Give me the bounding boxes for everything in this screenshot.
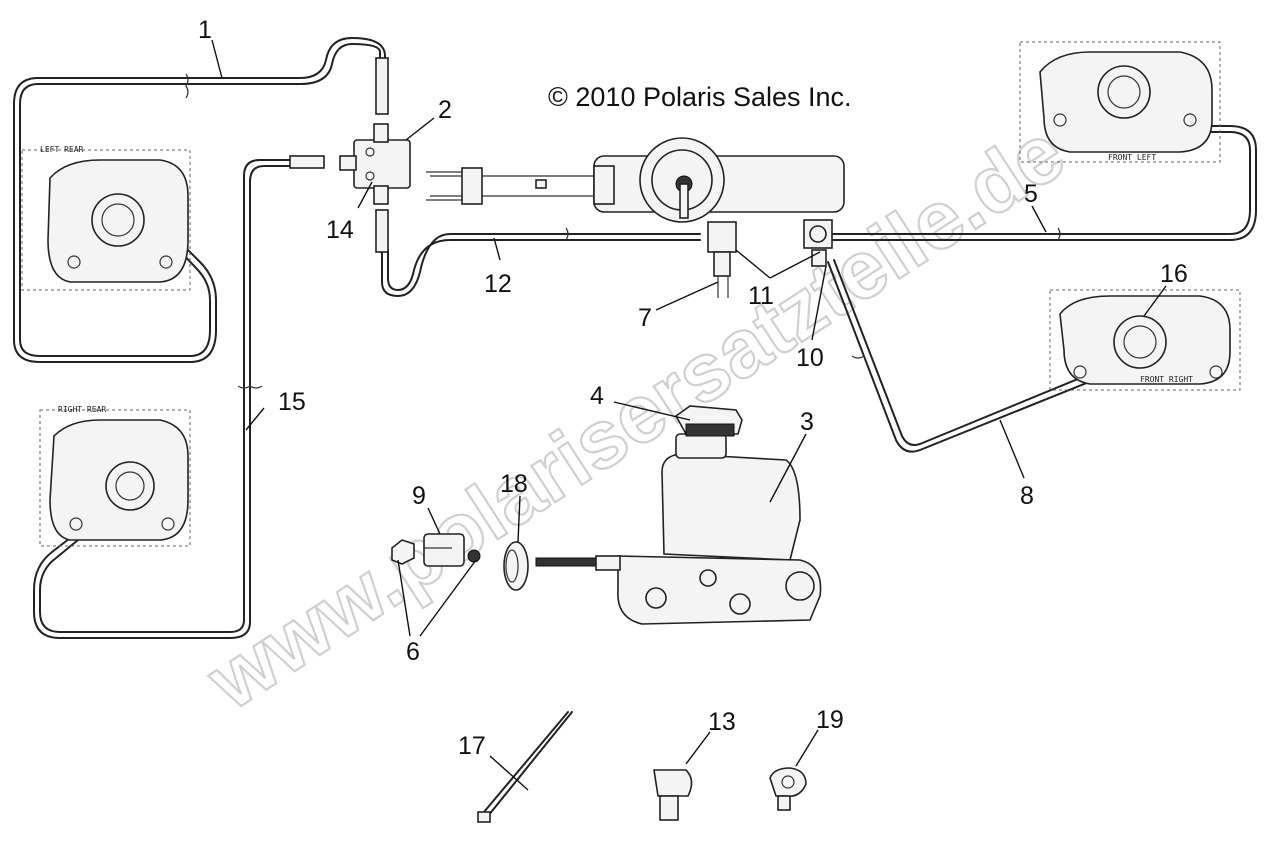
callout-6: 6 — [406, 638, 420, 666]
brake-line-12 — [381, 233, 701, 297]
callout-9: 9 — [412, 482, 426, 510]
clevis — [391, 533, 481, 567]
callout-18: 18 — [500, 470, 528, 498]
line-break-marks — [185, 73, 1061, 389]
callout-19: 19 — [816, 706, 844, 734]
callout-2: 2 — [438, 96, 452, 124]
right-rear-label: RIGHT REAR — [58, 405, 106, 414]
callout-8: 8 — [1020, 482, 1034, 510]
brake-line-15 — [39, 159, 296, 633]
left-rear-label: LEFT REAR — [40, 145, 84, 154]
callout-numbers: 1 2 3 4 5 6 7 8 9 10 11 12 13 14 15 16 1… — [198, 16, 1188, 760]
cable-tie — [477, 711, 573, 823]
callout-17: 17 — [458, 732, 486, 760]
master-cylinder — [617, 433, 822, 625]
callout-12: 12 — [484, 270, 512, 298]
brake-line-1 — [19, 43, 381, 357]
clip-19 — [769, 767, 807, 811]
brake-line-8 — [827, 261, 1121, 453]
callout-10: 10 — [796, 344, 824, 372]
front-right-label: FRONT RIGHT — [1140, 375, 1193, 384]
master-cylinder-top — [426, 137, 845, 298]
leader-lines — [211, 39, 1167, 791]
clip-13 — [653, 769, 693, 821]
callout-4: 4 — [590, 382, 604, 410]
reservoir-cap — [674, 405, 743, 437]
front-left-label: FRONT LEFT — [1108, 153, 1156, 162]
distribution-block — [289, 57, 411, 253]
callout-15: 15 — [278, 388, 306, 416]
callout-11: 11 — [748, 282, 774, 310]
caliper-front-right: FRONT RIGHT — [1049, 289, 1241, 391]
callout-13: 13 — [708, 708, 736, 736]
callout-5: 5 — [1024, 180, 1038, 208]
brake-line-8-inner — [833, 259, 1117, 446]
boot — [503, 541, 529, 591]
caliper-front-left: FRONT LEFT — [1019, 41, 1221, 163]
callout-7: 7 — [638, 304, 652, 332]
caliper-right-rear: RIGHT REAR — [39, 405, 191, 547]
callout-3: 3 — [800, 408, 814, 436]
callout-1: 1 — [198, 16, 212, 44]
copyright-text: © 2010 Polaris Sales Inc. — [548, 82, 852, 112]
callout-16: 16 — [1160, 260, 1188, 288]
brake-line-1-inner — [13, 37, 386, 363]
brake-line-12-inner — [387, 239, 701, 291]
caliper-left-rear: LEFT REAR — [21, 145, 191, 291]
brake-line-15-inner — [33, 165, 296, 639]
callout-14: 14 — [326, 216, 354, 244]
push-rod — [535, 555, 621, 571]
